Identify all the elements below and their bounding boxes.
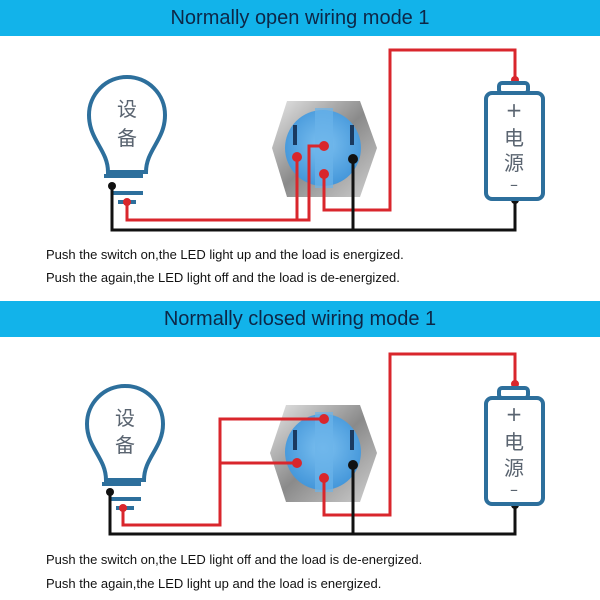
battery-plus: + (506, 98, 523, 122)
battery-icon (484, 386, 545, 506)
load-label-1: 设 (115, 406, 135, 430)
power-label-1: 电 (504, 430, 524, 454)
power-label-1: 电 (504, 126, 524, 150)
push-switch-icon (270, 405, 377, 502)
load-bulb-icon (86, 75, 168, 204)
red-wires (125, 48, 517, 222)
red-wires (121, 352, 517, 527)
battery-icon (484, 81, 545, 201)
panel-1-circuit: 设 备 (86, 48, 545, 232)
black-wires (110, 159, 517, 232)
panel-2-title: Normally closed wiring mode 1 (0, 301, 600, 337)
panel-1-line-1: Push the switch on,the LED light up and … (46, 247, 404, 262)
load-bulb-icon (84, 384, 166, 510)
panel-2-circuit: 设 备 (84, 352, 545, 536)
panel-1-line-2: Push the again,the LED light off and the… (46, 270, 400, 285)
black-wires (108, 465, 517, 536)
battery-minus: – (510, 175, 518, 194)
panel-2-line-2: Push the again,the LED light up and the … (46, 576, 382, 591)
load-label-2: 备 (117, 126, 137, 150)
battery-plus: + (506, 402, 523, 426)
power-label-2: 源 (504, 456, 524, 480)
panel-1-title: Normally open wiring mode 1 (0, 0, 600, 36)
power-label-2: 源 (504, 151, 524, 175)
battery-minus: – (510, 480, 518, 499)
load-label-1: 设 (117, 97, 137, 121)
load-label-2: 备 (115, 433, 135, 457)
panel-2-line-1: Push the switch on,the LED light off and… (46, 552, 423, 567)
